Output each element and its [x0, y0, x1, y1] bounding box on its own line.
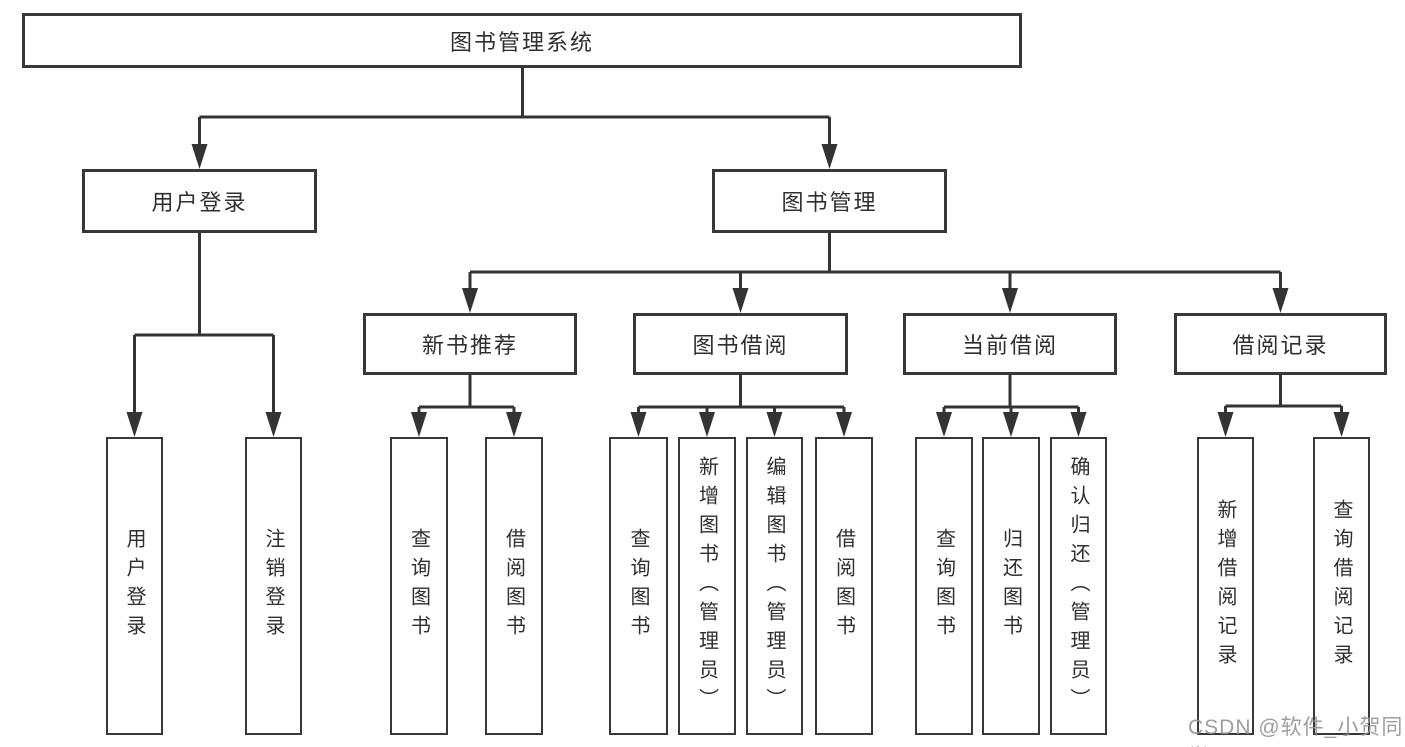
leaf-user-login: 用户登录	[106, 437, 163, 735]
node-new-book-recommendation: 新书推荐	[363, 313, 577, 375]
node-book-borrowing: 图书借阅	[633, 313, 848, 375]
connector-root-to-level2	[198, 68, 831, 146]
node-user-login-branch: 用户登录	[82, 169, 317, 233]
connector-userlogin-to-leaves	[133, 233, 275, 414]
connector-borrowing-to-leaves	[637, 375, 846, 414]
leaf-return-books: 归还图书	[982, 437, 1040, 735]
leaf-query-books-current: 查询图书	[915, 437, 973, 735]
node-book-management-branch: 图书管理	[712, 169, 947, 233]
connector-bookmgmt-to-level3	[468, 233, 1282, 290]
arrowhead	[1272, 288, 1289, 313]
arrowhead	[265, 412, 282, 437]
node-library-management-system: 图书管理系统	[22, 13, 1022, 68]
leaf-edit-books-admin: 编辑图书（管理员）	[746, 437, 803, 735]
connector-records-to-leaves	[1224, 375, 1343, 414]
leaf-query-books-recommend: 查询图书	[390, 437, 448, 735]
arrowhead	[1070, 412, 1087, 437]
node-current-borrowing: 当前借阅	[903, 313, 1117, 375]
leaf-add-borrow-record: 新增借阅记录	[1197, 437, 1254, 735]
leaf-borrow-books-recommend: 借阅图书	[485, 437, 543, 735]
connector-newbook-to-leaves	[417, 375, 516, 414]
arrowhead	[630, 412, 647, 437]
csdn-watermark: CSDN @软件_小贺同学	[1188, 716, 1404, 747]
leaf-add-books-admin: 新增图书（管理员）	[678, 437, 736, 735]
connector-current-to-leaves	[942, 375, 1080, 414]
arrowhead	[732, 288, 749, 313]
leaf-borrow-books: 借阅图书	[815, 437, 873, 735]
arrowhead	[1002, 288, 1018, 313]
arrowhead	[699, 412, 715, 437]
arrowhead	[462, 288, 478, 313]
leaf-confirm-return-admin: 确认归还（管理员）	[1050, 437, 1107, 735]
leaf-query-books-borrowing: 查询图书	[609, 437, 668, 735]
arrowhead	[1333, 412, 1350, 437]
arrowhead	[821, 144, 838, 169]
arrowhead	[766, 412, 783, 437]
arrowhead	[126, 412, 143, 437]
leaf-logout: 注销登录	[245, 437, 302, 735]
leaf-query-borrow-record: 查询借阅记录	[1313, 437, 1370, 735]
arrowhead	[411, 412, 427, 437]
arrowhead	[1217, 412, 1234, 437]
arrowhead	[191, 144, 208, 169]
node-borrowing-records: 借阅记录	[1174, 313, 1387, 375]
arrowhead	[936, 412, 952, 437]
arrowhead	[506, 412, 522, 437]
arrowhead	[1003, 412, 1019, 437]
arrowhead	[836, 412, 852, 437]
